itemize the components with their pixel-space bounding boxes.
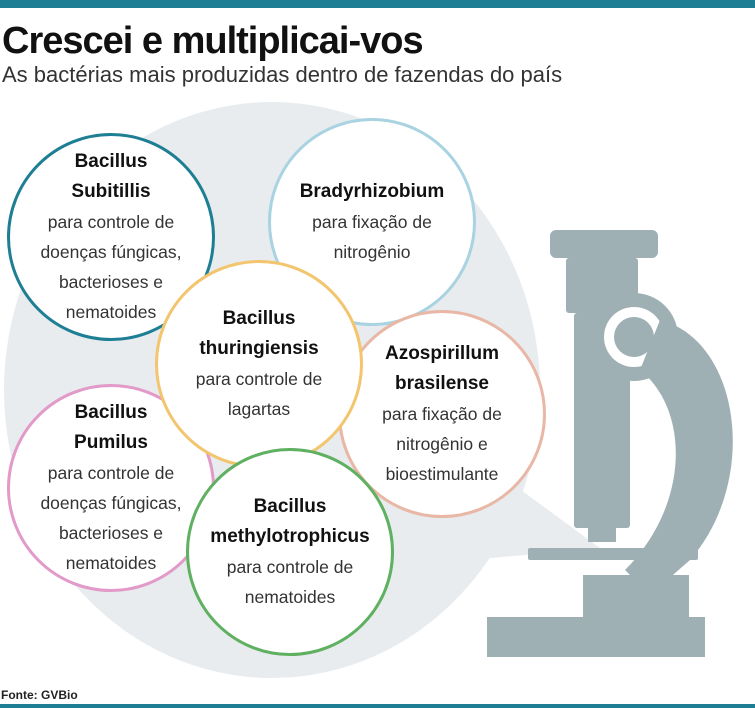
bacterium-description: para fixação de nitrogênio e bioestimula… (382, 404, 502, 484)
source-credit: Fonte: GVBio (1, 688, 78, 702)
bacterium-description: para controle de doenças fúngicas, bacte… (40, 212, 182, 322)
bottom-accent-bar (0, 704, 755, 708)
bacterium-description: para fixação de nitrogênio (312, 212, 432, 262)
bacterium-name: Azospirillum brasilense (384, 343, 499, 394)
bacterium-description: para controle de nematoides (226, 557, 354, 607)
microscope-icon (487, 230, 733, 657)
bubble-bacillus-thuringiensis: Bacillus thuringiensis para controle de … (155, 260, 363, 468)
bacterium-name: Bradyrhizobium (299, 181, 445, 202)
bacterium-description: para controle de doenças fúngicas, bacte… (40, 463, 182, 573)
page-subtitle: As bactérias mais produzidas dentro de f… (2, 62, 563, 87)
bacterium-name: Bacillus Subitillis (71, 151, 151, 202)
bacterium-name: Bacillus methylotrophicus (210, 496, 370, 547)
bacterium-description: para controle de lagartas (195, 369, 323, 419)
bacterium-name: Bacillus thuringiensis (199, 308, 319, 359)
top-accent-bar (0, 0, 755, 8)
bubble-bacillus-methylotrophicus: Bacillus methylotrophicus para controle … (186, 448, 394, 656)
bubble-azospirillum-brasilense: Azospirillum brasilense para fixação de … (338, 310, 546, 518)
page-title: Crescei e multiplicai-vos (2, 20, 424, 62)
bacterium-name: Bacillus Pumilus (74, 402, 148, 453)
